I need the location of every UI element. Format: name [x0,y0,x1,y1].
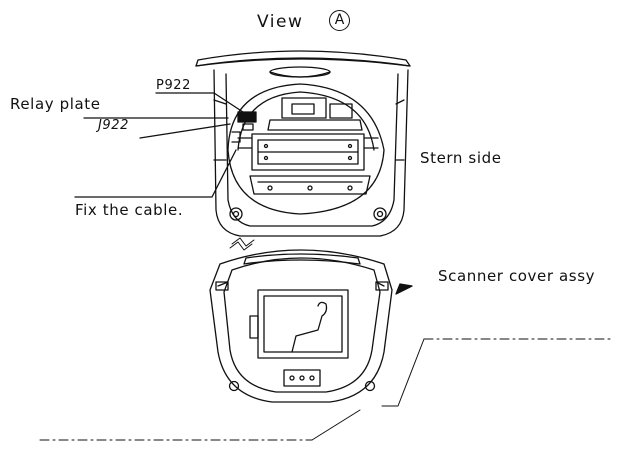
scanner-inner-plate [257,289,349,359]
stern-circular-opening [227,83,385,215]
mount-hole [373,207,387,221]
scanner-connector-plate [283,369,321,387]
stern-unit [195,50,411,237]
label-stern-side: Stern side [420,149,502,167]
relay-plate-connector [237,111,257,123]
break-mark [231,237,255,247]
mount-hole [229,207,243,221]
label-scanner-cover: Scanner cover assy [438,267,596,285]
label-relay-plate: Relay plate [10,95,101,113]
stern-bracket [249,175,371,195]
view-title: View [257,12,304,32]
view-mark-circle: A [329,10,350,31]
scanner-cover-assy [209,249,393,403]
label-p922: P922 [156,78,192,93]
label-fix-cable: Fix the cable. [75,201,184,219]
label-j922: J922 [98,118,130,133]
stern-housing-outer [213,69,409,237]
stern-pcb [251,133,365,171]
leader-lines [74,92,247,198]
scanner-cover-outline [209,249,393,403]
scanner-arrow [395,283,413,295]
